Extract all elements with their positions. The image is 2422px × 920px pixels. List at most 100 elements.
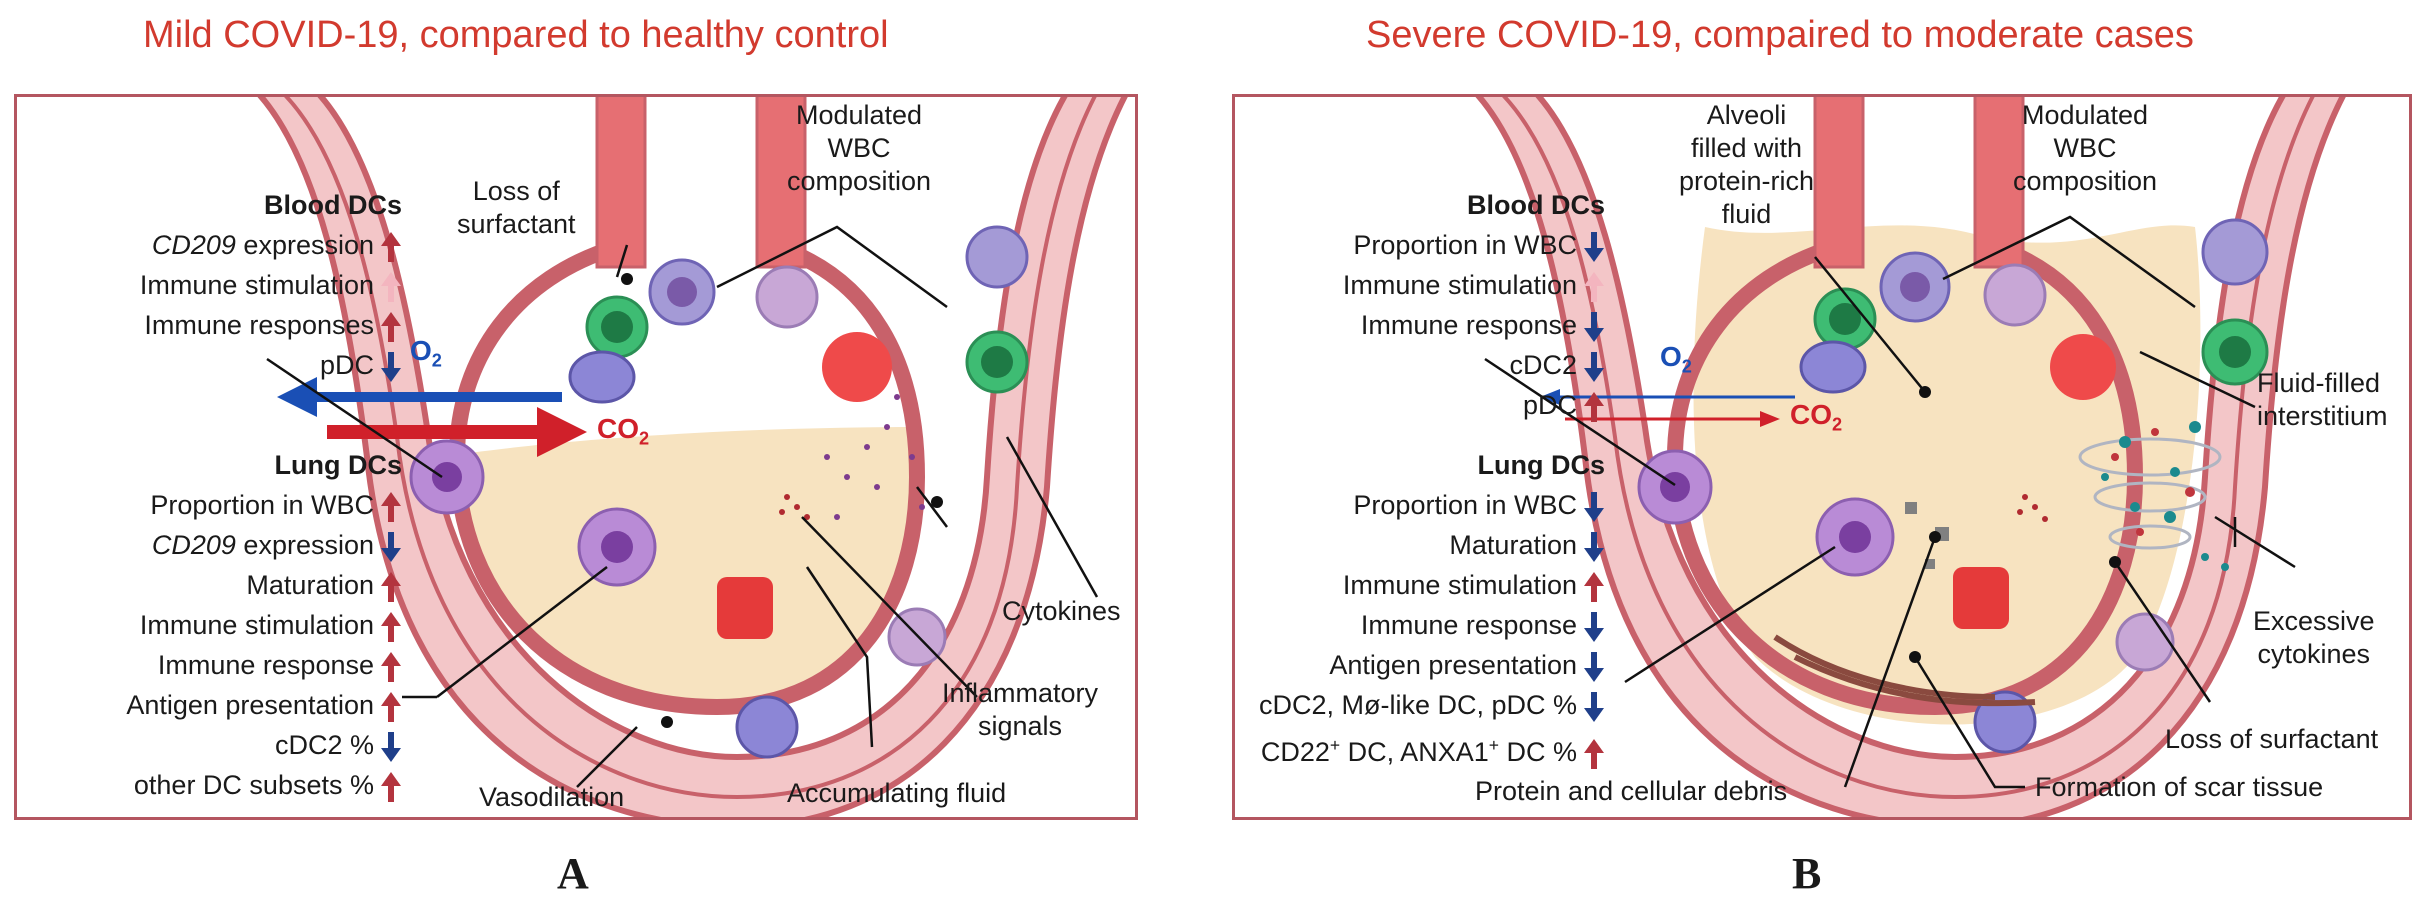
o2-label: O2 <box>410 335 442 371</box>
up-arrow-icon <box>381 611 401 642</box>
cytokine-dots <box>2101 421 2229 571</box>
down-arrow-icon <box>1584 351 1604 382</box>
up-arrow-icon <box>1584 571 1604 602</box>
wbc-right-1 <box>965 225 1029 289</box>
neutrophil <box>755 265 819 329</box>
inflammatory-dots <box>779 494 810 520</box>
panel-b: Blood DCs Proportion in WBC Immune stimu… <box>1232 94 2412 820</box>
vasodilation-label: Vasodilation <box>479 782 625 812</box>
panel-b-label: B <box>1792 849 1822 898</box>
panel-a: Blood DCs CD209 expression Immune stimul… <box>14 94 1138 820</box>
down-arrow-icon <box>1584 311 1604 342</box>
panel-b-title: Severe COVID-19, compaired to moderate c… <box>1366 14 2194 56</box>
co2-label: CO2 <box>1790 399 1843 435</box>
panel-b-blood-dcs: Blood DCs Proportion in WBC Immune stimu… <box>1235 185 1605 425</box>
down-arrow-icon <box>381 351 401 382</box>
scar-tissue-label: Formation of scar tissue <box>2035 772 2324 802</box>
macrophage <box>568 350 636 404</box>
lung-dcs-heading: Lung DCs <box>1477 450 1606 480</box>
up-arrow-icon <box>381 311 401 342</box>
lung-item: Antigen presentation <box>17 685 402 725</box>
lung-item: cDC2, Mø-like DC, pDC % <box>1235 685 1605 725</box>
red-cell-bottom <box>717 577 773 639</box>
blood-item: Immune stimulation <box>1235 265 1605 305</box>
panel-a-label: A <box>557 849 589 898</box>
panel-a-blood-dcs: Blood DCs CD209 expression Immune stimul… <box>17 185 402 385</box>
up-arrow-icon <box>381 271 401 302</box>
down-arrow-icon <box>1584 491 1604 522</box>
panel-b-illustration <box>1475 97 2346 817</box>
blood-item: CD209 expression <box>17 225 402 265</box>
cytokine-dots <box>824 394 925 520</box>
panel-a-illustration <box>257 97 1128 817</box>
lung-item: Antigen presentation <box>1235 645 1605 685</box>
o2-label: O2 <box>1660 341 1692 377</box>
down-arrow-icon <box>1584 531 1604 562</box>
lung-item: Immune stimulation <box>1235 565 1605 605</box>
blood-item: cDC2 <box>1235 345 1605 385</box>
up-arrow-icon <box>1584 738 1604 769</box>
blood-item: Proportion in WBC <box>1235 225 1605 265</box>
wbc-bottom-1 <box>2115 612 2175 672</box>
lung-item: Maturation <box>1235 525 1605 565</box>
panel-a-lung-dcs: Lung DCs Proportion in WBC CD209 express… <box>17 445 402 805</box>
up-arrow-icon <box>381 651 401 682</box>
alveolus-wall <box>1666 239 2144 716</box>
up-arrow-icon <box>381 231 401 262</box>
scar-tissue <box>1773 634 2036 707</box>
lung-item: Proportion in WBC <box>1235 485 1605 525</box>
blood-item: Immune stimulation <box>17 265 402 305</box>
accumulating-fluid-label: Accumulating fluid <box>787 778 1007 808</box>
lung-item: CD209 expression <box>17 525 402 565</box>
lung-item: cDC2 % <box>17 725 402 765</box>
accumulating-fluid-area <box>442 427 918 708</box>
protein-cellular-debris-label: Protein and cellular debris <box>1475 776 1788 806</box>
blood-item: Immune responses <box>17 305 402 345</box>
lung-dcs-heading: Lung DCs <box>274 450 403 480</box>
up-arrow-icon <box>381 771 401 802</box>
up-arrow-icon <box>381 691 401 722</box>
alveolus-wall <box>448 239 926 716</box>
blood-vessel <box>257 97 1128 817</box>
down-arrow-icon <box>1584 231 1604 262</box>
blood-item: pDC <box>17 345 402 385</box>
blood-item: pDC <box>1235 385 1605 425</box>
down-arrow-icon <box>1584 611 1604 642</box>
up-arrow-icon <box>1584 391 1604 422</box>
lung-item: CD22+ DC, ANXA1+ DC % <box>1235 725 1605 772</box>
co2-label: CO2 <box>597 413 650 449</box>
lung-item: Proportion in WBC <box>17 485 402 525</box>
blood-item: Immune response <box>1235 305 1605 345</box>
up-arrow-icon <box>1584 271 1604 302</box>
loss-of-surfactant-label: Loss of surfactant <box>2165 724 2379 754</box>
cytokines-label: Cytokines <box>1002 596 1121 626</box>
lung-item: Immune response <box>1235 605 1605 645</box>
wbc-right-1 <box>2201 218 2269 286</box>
wbc-bottom-2 <box>1973 690 2037 754</box>
lung-item: Immune response <box>17 645 402 685</box>
down-arrow-icon <box>1584 651 1604 682</box>
macrophage <box>1799 340 1867 394</box>
blood-dcs-heading: Blood DCs <box>1467 190 1605 220</box>
lung-item: Maturation <box>17 565 402 605</box>
lung-item: other DC subsets % <box>17 765 402 805</box>
cytokine-swirl <box>2078 437 2222 550</box>
down-arrow-icon <box>381 731 401 762</box>
alveolar-macrophage <box>822 332 892 402</box>
up-arrow-icon <box>381 491 401 522</box>
up-arrow-icon <box>381 571 401 602</box>
wbc-bottom-2 <box>735 695 799 759</box>
down-arrow-icon <box>1584 691 1604 722</box>
lung-item: Immune stimulation <box>17 605 402 645</box>
alveolar-macrophage <box>2050 334 2116 400</box>
down-arrow-icon <box>381 531 401 562</box>
panel-b-lung-dcs: Lung DCs Proportion in WBC Maturation Im… <box>1235 445 1605 772</box>
neutrophil <box>1983 263 2047 327</box>
